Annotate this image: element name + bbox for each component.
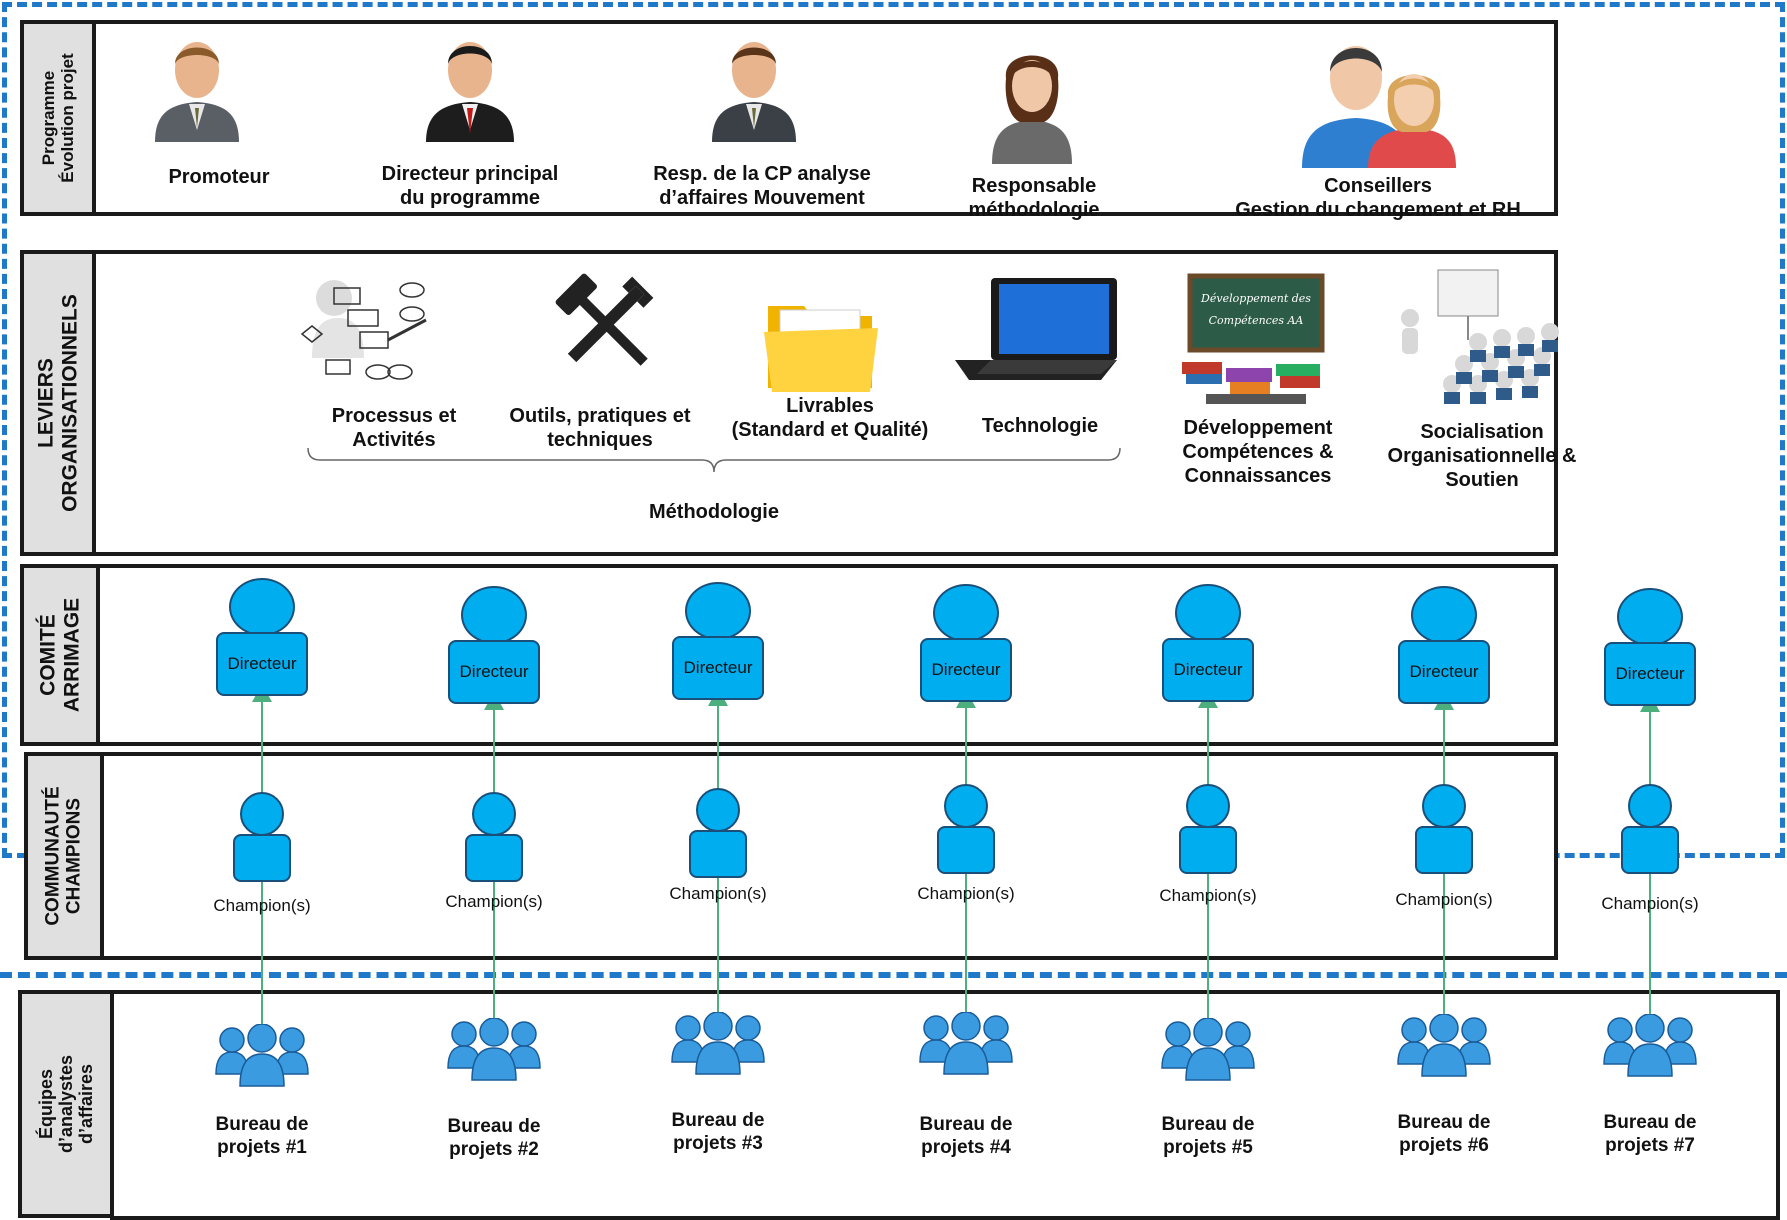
programme-row-label: Programme Évolution projet — [20, 20, 96, 216]
bureau-label-line1: Bureau de — [447, 1116, 541, 1137]
directeur-box: Directeur — [920, 638, 1012, 702]
programme-caption-1: Promoteur — [168, 166, 270, 188]
bureau-label-line1: Bureau de — [919, 1114, 1013, 1135]
bureau-label-line2: projets #1 — [217, 1136, 307, 1158]
programme-caption-5: Conseillers Gestion du changement et RH — [1235, 175, 1521, 221]
champion-head — [944, 784, 988, 828]
leviers-caption-5: Développement Compétences & Connaissance… — [1182, 417, 1334, 487]
bureau-label-line2: projets #3 — [673, 1132, 763, 1154]
team-group-icon — [671, 1012, 765, 1075]
champion-label: Champion(s) — [1601, 894, 1699, 913]
leviers-caption-4: Technologie — [981, 415, 1099, 437]
directeur-box: Directeur — [1398, 640, 1490, 704]
man-suit-icon — [706, 30, 802, 142]
zone-separator-dashed — [0, 972, 1787, 978]
bureau-label-line2: projets #4 — [921, 1136, 1011, 1158]
svg-text:Compétences AA: Compétences AA — [1209, 314, 1304, 327]
comite-row — [96, 564, 1558, 746]
champion-label: Champion(s) — [445, 892, 543, 911]
bureau-label-line1: Bureau de — [1161, 1114, 1255, 1135]
chalkboard-icon: Développement des Compétences AA — [1176, 272, 1336, 412]
directeur-box: Directeur — [672, 636, 764, 700]
audience-icon — [1378, 266, 1578, 408]
bureau-label-line1: Bureau de — [215, 1114, 309, 1135]
laptop-icon — [951, 276, 1121, 384]
woman-icon — [984, 34, 1080, 164]
folder-icon — [762, 292, 882, 398]
leviers-caption-6: Socialisation Organisationnelle & Soutie… — [1387, 421, 1577, 491]
directeur-box: Directeur — [448, 640, 540, 704]
methodologie-brace — [307, 447, 1121, 473]
champion-head — [1422, 784, 1466, 828]
leviers-caption-1: Processus et Activités — [331, 405, 457, 451]
directeur-head — [1175, 584, 1241, 642]
team-group-icon — [1397, 1014, 1491, 1077]
bureau-label-line1: Bureau de — [1603, 1112, 1697, 1133]
methodologie-label: Méthodologie — [649, 501, 779, 523]
team-group-icon — [215, 1024, 309, 1087]
programme-caption-4: Responsable méthodologie — [968, 175, 1100, 221]
champion-head — [1628, 784, 1672, 828]
man-red-tie-icon — [420, 30, 520, 142]
bureau-label-line1: Bureau de — [1397, 1112, 1491, 1133]
champion-body — [1621, 826, 1679, 874]
champion-label: Champion(s) — [917, 884, 1015, 903]
champion-label: Champion(s) — [669, 884, 767, 903]
bureau-label-line2: projets #7 — [1605, 1134, 1695, 1156]
programme-row — [92, 20, 1558, 216]
champion-label: Champion(s) — [1159, 886, 1257, 905]
champion-body — [1415, 826, 1473, 874]
bureau-label-line2: projets #5 — [1163, 1136, 1253, 1158]
bureau-label-line2: projets #6 — [1399, 1134, 1489, 1156]
programme-caption-2: Directeur principal du programme — [381, 163, 559, 209]
champion-body — [465, 834, 523, 882]
champion-body — [689, 830, 747, 878]
directeur-head — [1411, 586, 1477, 644]
team-group-icon — [1161, 1018, 1255, 1081]
tools-icon — [551, 268, 661, 380]
champion-head — [240, 792, 284, 836]
bureau-label-line2: projets #2 — [449, 1138, 539, 1160]
leviers-caption-3: Livrables (Standard et Qualité) — [731, 395, 929, 441]
programme-caption-3: Resp. de la CP analyse d’affaires Mouvem… — [653, 163, 871, 209]
communaute-row — [100, 752, 1558, 960]
team-group-icon — [447, 1018, 541, 1081]
champion-body — [937, 826, 995, 874]
directeur-head — [933, 584, 999, 642]
man-suit-icon — [149, 30, 245, 142]
bureau-label-line1: Bureau de — [671, 1110, 765, 1131]
directeur-head — [229, 578, 295, 636]
champion-body — [233, 834, 291, 882]
directeur-box: Directeur — [1162, 638, 1254, 702]
champion-head — [1186, 784, 1230, 828]
directeur-head — [685, 582, 751, 640]
champion-head — [696, 788, 740, 832]
leviers-caption-2: Outils, pratiques et techniques — [509, 405, 691, 451]
directeur-box: Directeur — [216, 632, 308, 696]
directeur-box: Directeur — [1604, 642, 1696, 706]
directeur-head — [1617, 588, 1683, 646]
team-group-icon — [1603, 1014, 1697, 1077]
champion-label: Champion(s) — [213, 896, 311, 915]
flowchart-icon — [288, 268, 468, 398]
champion-label: Champion(s) — [1395, 890, 1493, 909]
team-group-icon — [919, 1012, 1013, 1075]
svg-text:Développement des: Développement des — [1200, 292, 1311, 305]
directeur-head — [461, 586, 527, 644]
couple-icon — [1298, 34, 1458, 168]
champion-head — [472, 792, 516, 836]
champion-body — [1179, 826, 1237, 874]
